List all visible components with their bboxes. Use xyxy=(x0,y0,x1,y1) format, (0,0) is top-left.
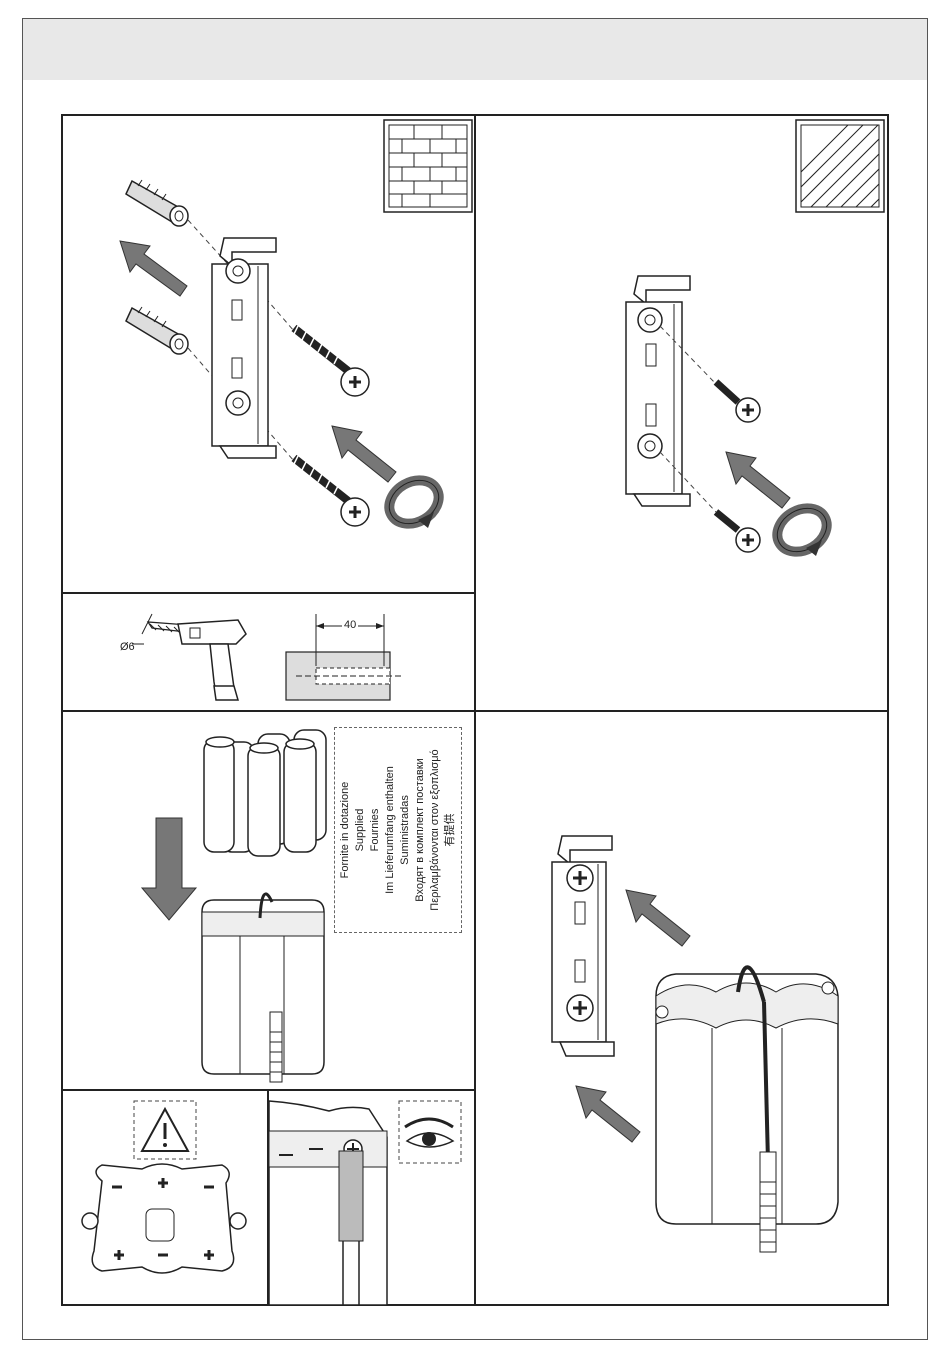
supplied-box: Fornite in dotazione Supplied Fournies I… xyxy=(334,727,462,933)
battery-pack xyxy=(202,894,324,1082)
supplied-line-de: Im Lieferumfang enthalten xyxy=(383,730,398,930)
battery-cells xyxy=(204,730,326,856)
wall-bracket xyxy=(626,276,690,506)
screw-bottom xyxy=(716,512,760,552)
panel-hatched-mounting xyxy=(476,116,888,710)
supplied-line-it: Fornite in dotazione xyxy=(338,730,353,930)
brick-wall-icon xyxy=(384,120,472,212)
screw-top xyxy=(716,382,760,422)
arrow-left-up xyxy=(626,890,690,946)
clockwise-rotation-icon xyxy=(769,500,834,561)
drill-depth-label: 40 xyxy=(342,619,358,631)
drill-diameter-label: Ø6 xyxy=(120,641,135,653)
battery-closeup xyxy=(269,1101,387,1305)
supplied-line-ru: Входят в комплект поставки xyxy=(413,730,428,930)
header-band xyxy=(23,19,927,80)
supplied-line-el: Περιλαμβάνονται στον εξοπλισμό xyxy=(428,730,443,930)
eye-icon xyxy=(399,1101,461,1163)
wall-plug-top xyxy=(126,180,188,226)
supplied-line-zh: 有提供 xyxy=(443,730,458,930)
supplied-line-fr: Fournies xyxy=(368,730,383,930)
arrow-left-up xyxy=(120,241,187,296)
supplied-text: Fornite in dotazione Supplied Fournies I… xyxy=(338,730,458,930)
arrow-down xyxy=(142,818,196,920)
supplied-line-en: Supplied xyxy=(353,730,368,930)
screw-top xyxy=(294,326,369,396)
warning-triangle-icon xyxy=(134,1101,196,1159)
drill-icon xyxy=(148,620,246,700)
battery-pack xyxy=(656,967,838,1252)
arrow-left-up-2 xyxy=(576,1086,640,1142)
clockwise-rotation-icon xyxy=(381,472,446,533)
wall-bracket xyxy=(212,238,276,458)
panel-brick-mounting xyxy=(62,116,474,592)
arrow-left-up xyxy=(726,452,790,508)
panel-final-assembly xyxy=(476,712,888,1305)
wall-bracket xyxy=(552,836,614,1056)
panel-cable-detail xyxy=(269,1091,474,1305)
arrow-left-up-2 xyxy=(332,426,396,482)
wall-plug-bottom xyxy=(126,307,188,354)
screw-bottom xyxy=(294,456,369,526)
supplied-line-es: Suministradas xyxy=(398,730,413,930)
panel-polarity xyxy=(62,1091,267,1305)
battery-top-view xyxy=(82,1164,246,1273)
